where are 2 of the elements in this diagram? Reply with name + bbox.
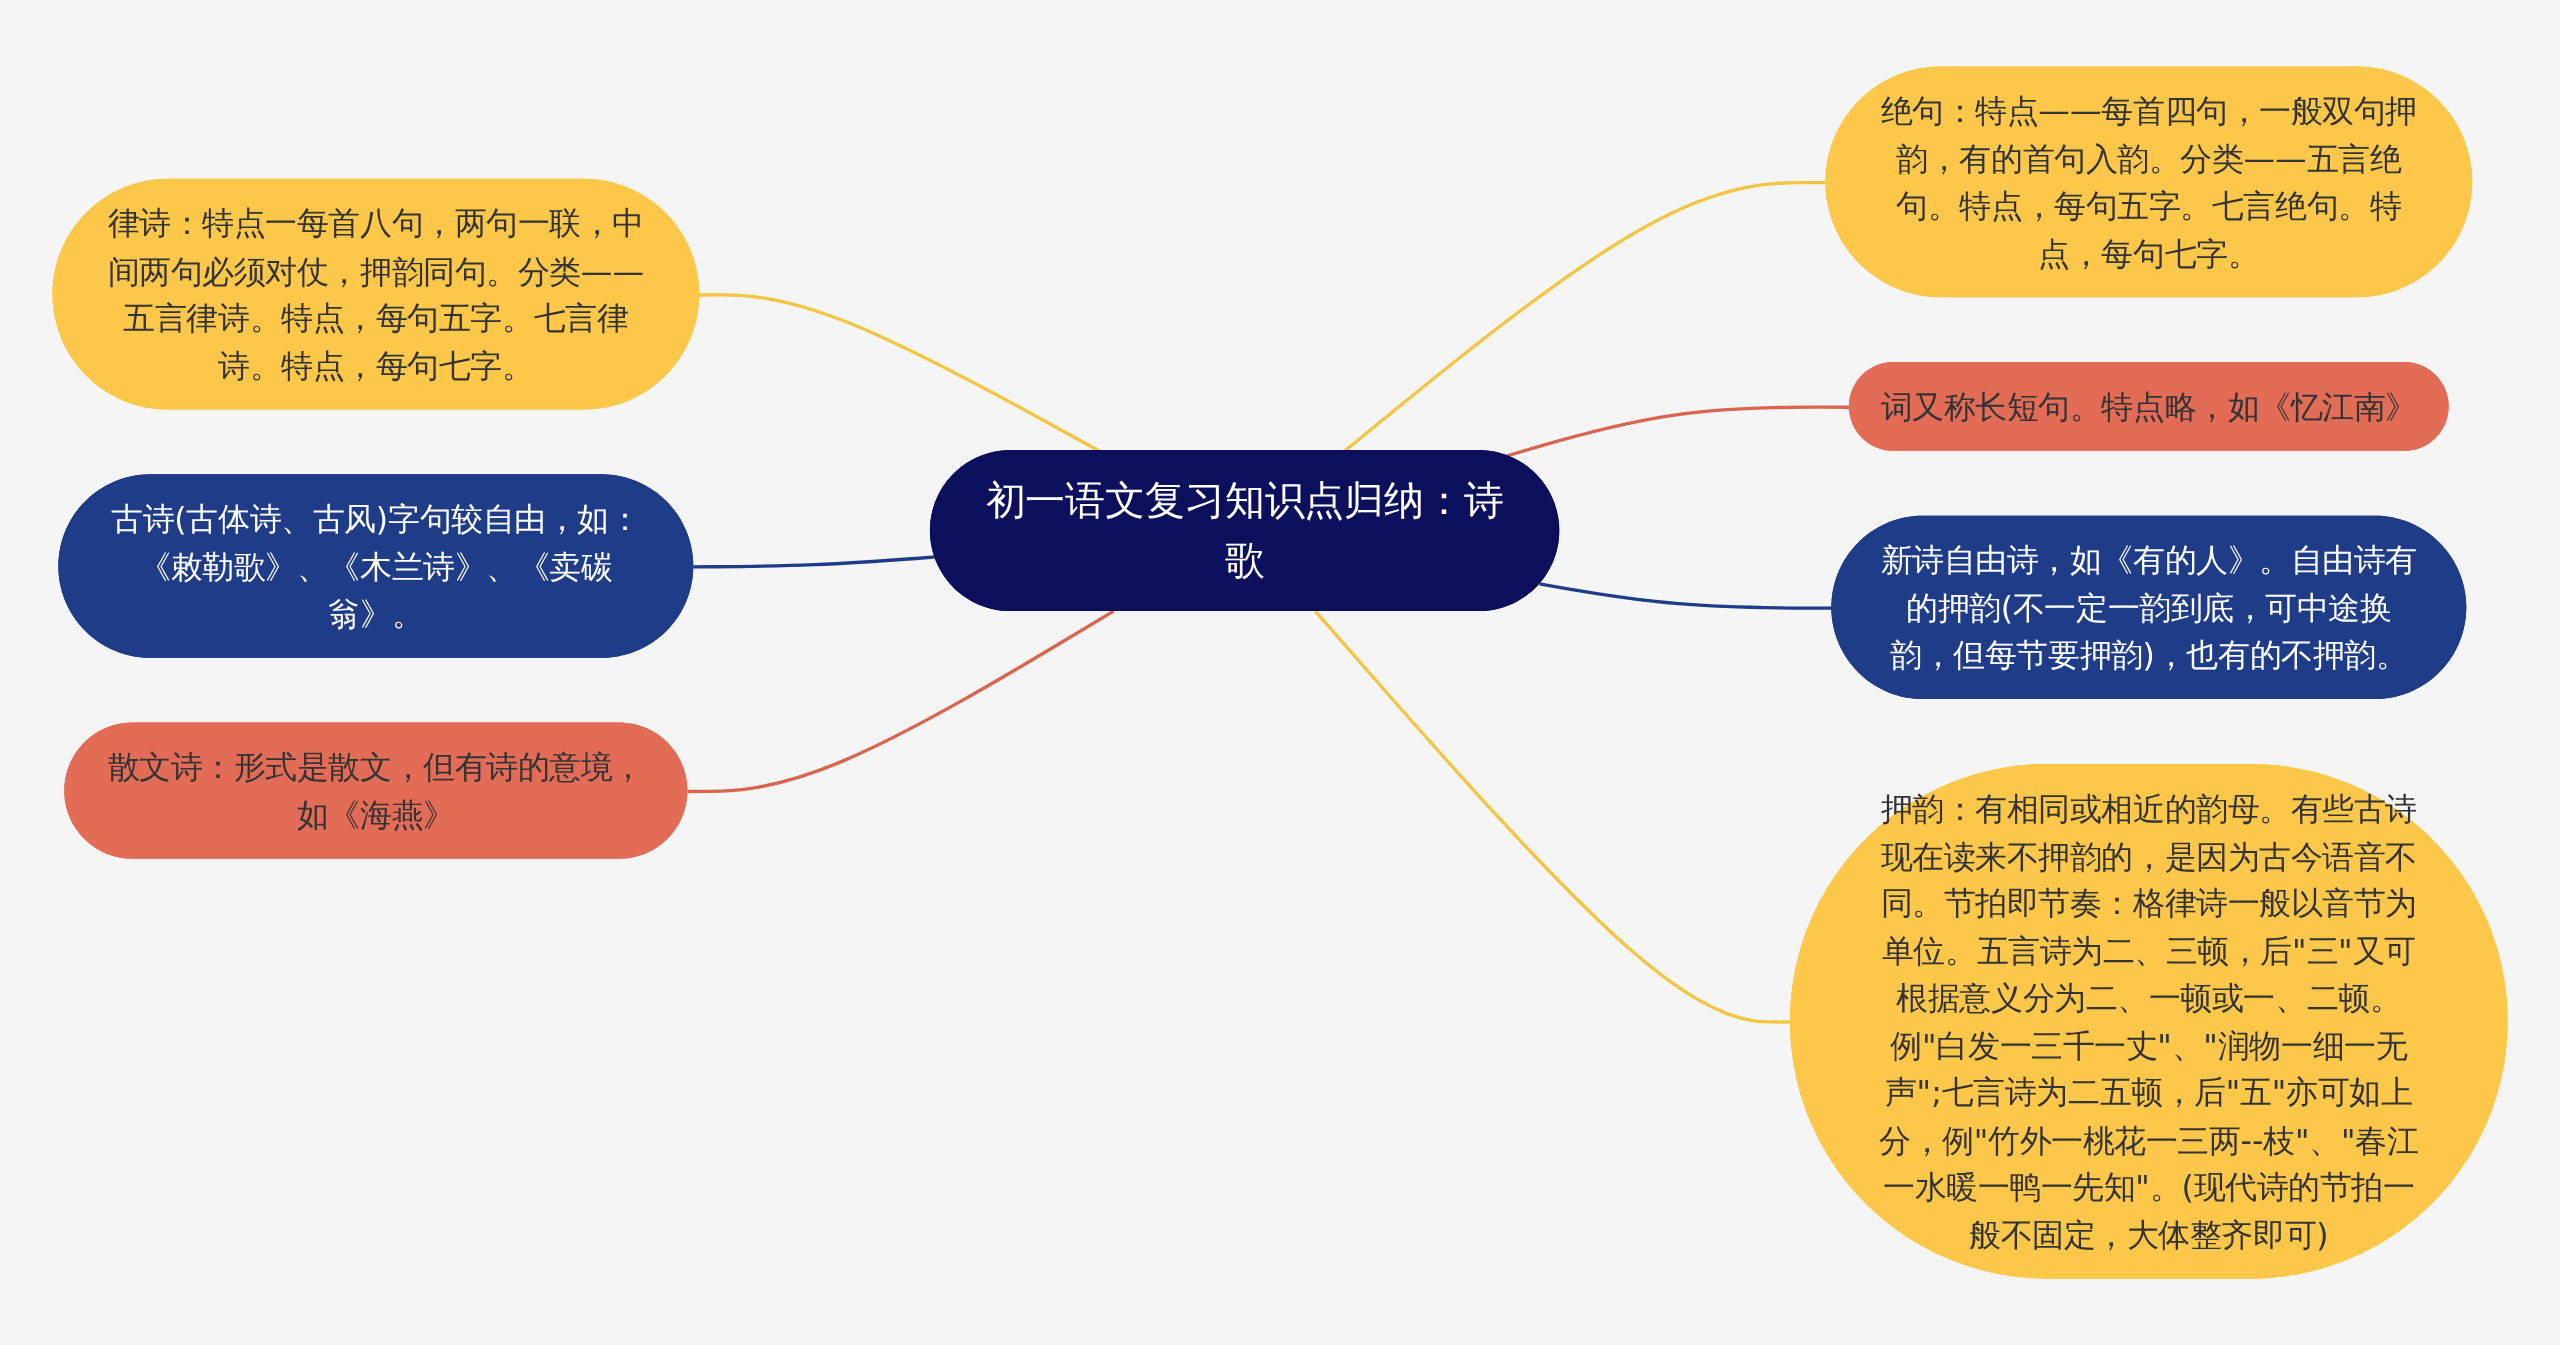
connector [687, 609, 1115, 794]
connector [693, 555, 936, 569]
